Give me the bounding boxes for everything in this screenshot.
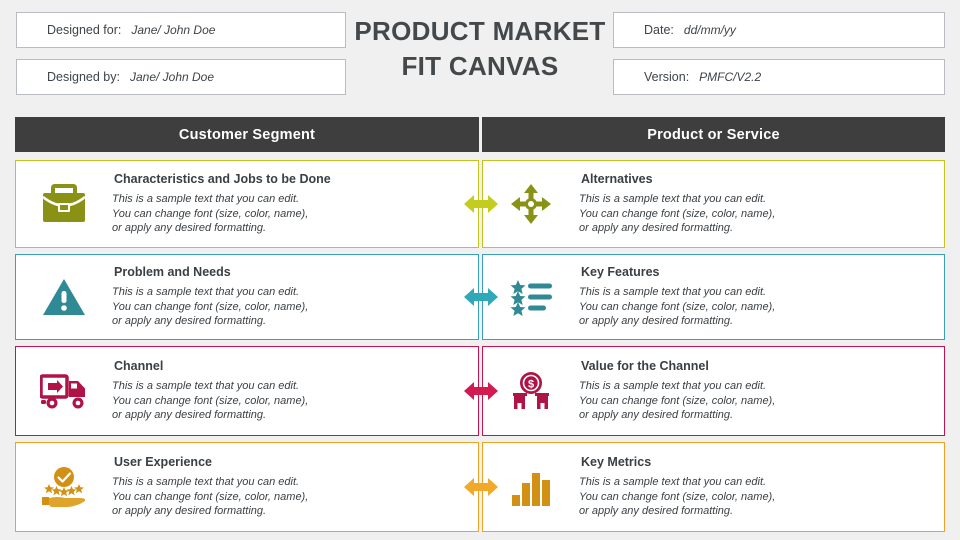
sample-text-line-1: This is a sample text that you can edit. [112, 475, 300, 488]
version-label: Version: [644, 70, 690, 84]
connector-arrow-row-2 [464, 284, 498, 310]
card-body: Characteristics and Jobs to be Done This… [112, 172, 478, 237]
page-title: PRODUCT MARKET FIT CANVAS [350, 14, 610, 83]
date-field[interactable]: Date: dd/mm/yy [613, 12, 945, 48]
sample-text-line-1: This is a sample text that you can edit. [579, 192, 767, 205]
canvas-row-3: Channel This is a sample text that you c… [0, 346, 960, 436]
svg-text:$: $ [528, 379, 534, 391]
column-header-left-label: Customer Segment [178, 126, 316, 143]
money-hands-icon: $ [483, 371, 579, 411]
card-sample-text: This is a sample text that you can edit.… [112, 285, 466, 330]
card-channel[interactable]: Channel This is a sample text that you c… [15, 346, 479, 436]
card-sample-text: This is a sample text that you can edit.… [579, 285, 932, 330]
card-sample-text: This is a sample text that you can edit.… [579, 379, 932, 424]
designed-by-label: Designed by: [47, 70, 120, 84]
designed-for-label: Designed for: [47, 23, 122, 37]
sample-text-line-3: or apply any desired formatting. [579, 315, 734, 328]
sample-text-line-2: You can change font (size, color, name), [112, 490, 309, 503]
card-body: Alternatives This is a sample text that … [579, 172, 944, 237]
card-body: Problem and Needs This is a sample text … [112, 265, 478, 330]
card-title: Alternatives [581, 171, 653, 186]
canvas-row-1: Characteristics and Jobs to be Done This… [0, 160, 960, 248]
card-alternatives[interactable]: Alternatives This is a sample text that … [482, 160, 945, 248]
card-sample-text: This is a sample text that you can edit.… [112, 192, 466, 237]
bar-chart-icon [483, 468, 579, 506]
card-body: Channel This is a sample text that you c… [112, 359, 478, 424]
version-field[interactable]: Version: PMFC/V2.2 [613, 59, 945, 95]
connector-arrow-row-1 [464, 191, 498, 217]
canvas-row-2: Problem and Needs This is a sample text … [0, 254, 960, 340]
card-body: User Experience This is a sample text th… [112, 455, 478, 520]
hand-stars-rating-icon [16, 466, 112, 508]
card-title: Key Metrics [581, 454, 652, 469]
card-sample-text: This is a sample text that you can edit.… [112, 475, 466, 520]
sample-text-line-3: or apply any desired formatting. [112, 505, 267, 518]
sample-text-line-2: You can change font (size, color, name), [579, 300, 776, 313]
column-header-right-label: Product or Service [647, 126, 780, 143]
card-key-features[interactable]: Key Features This is a sample text that … [482, 254, 945, 340]
canvas-row-4: User Experience This is a sample text th… [0, 442, 960, 532]
card-key-metrics[interactable]: Key Metrics This is a sample text that y… [482, 442, 945, 532]
card-body: Key Metrics This is a sample text that y… [579, 455, 944, 520]
sample-text-line-3: or apply any desired formatting. [112, 222, 267, 235]
card-sample-text: This is a sample text that you can edit.… [112, 379, 466, 424]
sample-text-line-1: This is a sample text that you can edit. [579, 379, 767, 392]
designed-for-field[interactable]: Designed for: Jane/ John Doe [16, 12, 346, 48]
sample-text-line-3: or apply any desired formatting. [579, 222, 734, 235]
card-title: Problem and Needs [114, 264, 231, 279]
sample-text-line-2: You can change font (size, color, name), [112, 207, 309, 220]
sample-text-line-1: This is a sample text that you can edit. [579, 285, 767, 298]
connector-arrow-row-4 [464, 474, 498, 500]
sample-text-line-2: You can change font (size, color, name), [579, 490, 776, 503]
sample-text-line-2: You can change font (size, color, name), [579, 394, 776, 407]
sample-text-line-3: or apply any desired formatting. [112, 409, 267, 422]
slide-header: Designed for: Jane/ John Doe Designed by… [0, 0, 960, 108]
connector-arrow-row-3 [464, 378, 498, 404]
version-value[interactable]: PMFC/V2.2 [699, 70, 762, 84]
card-value-for-the-channel[interactable]: $ Value for the Channel This is a sample… [482, 346, 945, 436]
date-value[interactable]: dd/mm/yy [683, 23, 736, 37]
sample-text-line-1: This is a sample text that you can edit. [579, 475, 767, 488]
card-characteristics-and-jobs-to-be-done[interactable]: Characteristics and Jobs to be Done This… [15, 160, 479, 248]
four-way-arrow-icon [483, 183, 579, 225]
sample-text-line-2: You can change font (size, color, name), [112, 300, 309, 313]
designed-by-value[interactable]: Jane/ John Doe [129, 70, 215, 84]
card-title: Characteristics and Jobs to be Done [114, 171, 331, 186]
page-title-line-2: FIT CANVAS [401, 50, 559, 81]
sample-text-line-1: This is a sample text that you can edit. [112, 379, 300, 392]
briefcase-icon [16, 184, 112, 224]
column-header-product-or-service: Product or Service [482, 117, 945, 152]
designed-for-value[interactable]: Jane/ John Doe [131, 23, 216, 37]
card-body: Key Features This is a sample text that … [579, 265, 944, 330]
sample-text-line-2: You can change font (size, color, name), [579, 207, 776, 220]
warning-triangle-icon [16, 277, 112, 317]
delivery-truck-icon [16, 372, 112, 410]
card-title: Channel [114, 358, 164, 373]
sample-text-line-3: or apply any desired formatting. [579, 409, 734, 422]
page-title-line-1: PRODUCT MARKET [354, 16, 606, 46]
designed-by-field[interactable]: Designed by: Jane/ John Doe [16, 59, 346, 95]
date-label: Date: [644, 23, 674, 37]
card-user-experience[interactable]: User Experience This is a sample text th… [15, 442, 479, 532]
sample-text-line-3: or apply any desired formatting. [579, 505, 734, 518]
card-title: Key Features [581, 264, 660, 279]
sample-text-line-2: You can change font (size, color, name), [112, 394, 309, 407]
column-header-customer-segment: Customer Segment [15, 117, 479, 152]
card-sample-text: This is a sample text that you can edit.… [579, 475, 932, 520]
card-title: Value for the Channel [581, 358, 709, 373]
sample-text-line-1: This is a sample text that you can edit. [112, 192, 300, 205]
card-title: User Experience [114, 454, 212, 469]
card-sample-text: This is a sample text that you can edit.… [579, 192, 932, 237]
star-list-icon [483, 278, 579, 316]
card-body: Value for the Channel This is a sample t… [579, 359, 944, 424]
sample-text-line-1: This is a sample text that you can edit. [112, 285, 300, 298]
card-problem-and-needs[interactable]: Problem and Needs This is a sample text … [15, 254, 479, 340]
sample-text-line-3: or apply any desired formatting. [112, 315, 267, 328]
